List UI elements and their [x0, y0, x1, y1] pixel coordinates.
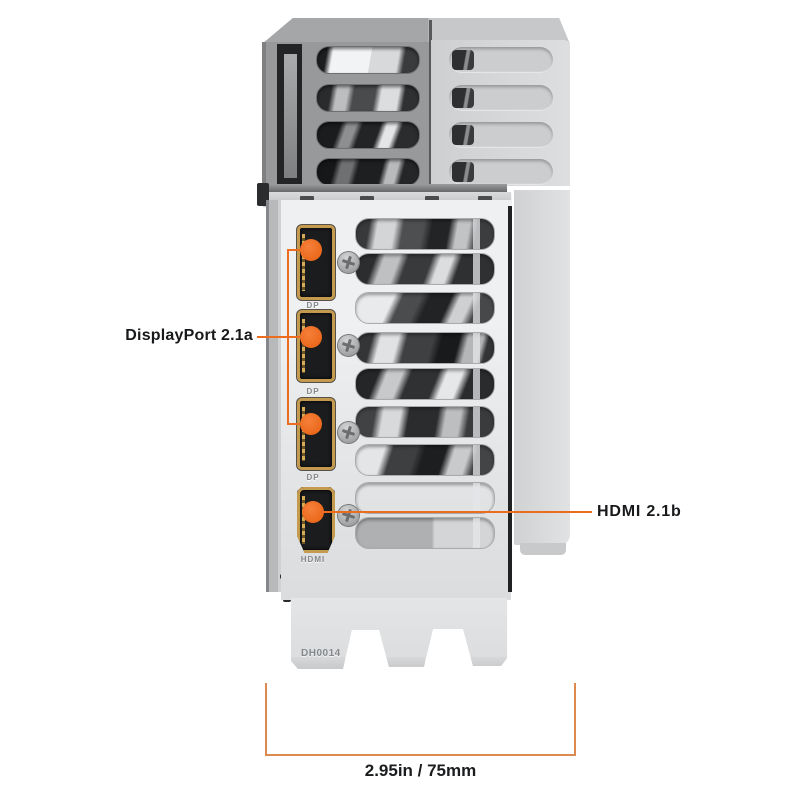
- shroud-vent-cutout: [316, 158, 420, 186]
- bracket-lip-upper: [257, 184, 507, 193]
- hdmi-callout-line: [313, 511, 592, 513]
- bracket-vent-heatpipe: [355, 482, 495, 514]
- dp-engraved-label: DP: [306, 301, 320, 310]
- displayport-callout-label: DisplayPort 2.1a: [125, 327, 253, 344]
- bracket-vent-bottom: [355, 517, 495, 549]
- dimension-tick-left: [265, 683, 267, 756]
- shroud-side-recess-opening: [452, 50, 474, 70]
- hdmi-engraved-label: HDMI: [300, 555, 326, 564]
- shroud-vent-cutout: [316, 84, 420, 112]
- callout-dot: [300, 413, 322, 435]
- foot-shading: [291, 657, 345, 670]
- callout-dot: [302, 501, 324, 523]
- displayport-callout-line: [287, 423, 311, 425]
- shroud-panel-seam: [429, 20, 432, 186]
- displayport-port-2: [297, 310, 335, 382]
- callout-dot: [300, 239, 322, 261]
- bracket-lip-slot: [360, 196, 374, 201]
- bracket-folded-edge: [266, 200, 284, 592]
- displayport-callout-line: [257, 336, 311, 338]
- foot-shading: [465, 657, 507, 670]
- dp-engraved-label: DP: [306, 473, 320, 482]
- bracket-vent-heatpipe: [355, 332, 495, 364]
- hdmi-callout-label: HDMI 2.1b: [597, 503, 682, 520]
- shroud-side-panel: [514, 190, 570, 545]
- dimension-label: 2.95in / 75mm: [364, 761, 477, 780]
- shroud-side-recess-opening: [452, 125, 474, 145]
- bracket-lip-slot: [300, 196, 314, 201]
- shroud-side-recess-opening: [452, 162, 474, 182]
- bracket-vent-heatpipe: [355, 368, 495, 400]
- bracket-vent-heatpipe: [355, 218, 495, 250]
- bracket-vent-heatpipe: [355, 406, 495, 438]
- shroud-vent-cutout: [316, 121, 420, 149]
- bracket-vent-heatpipe: [355, 292, 495, 324]
- foot-shading: [383, 657, 425, 670]
- bracket-right-edge: [508, 206, 512, 592]
- bracket-stamp: DH0014: [301, 648, 341, 659]
- shroud-top-face: [262, 18, 570, 44]
- bracket-vent-heatpipe: [355, 253, 495, 285]
- shroud-vent-cutout: [316, 46, 420, 74]
- displayport-port-3: [297, 398, 335, 470]
- shroud-side-recess-opening: [452, 88, 474, 108]
- bracket-mounting-feet: DH0014: [291, 598, 508, 670]
- dp-engraved-label: DP: [306, 387, 320, 396]
- bracket-vent-heatpipe: [355, 444, 495, 476]
- callout-dot: [300, 326, 322, 348]
- dimension-line: [265, 754, 576, 756]
- shroud-edge-insert: [284, 54, 297, 178]
- shroud-side-foot: [520, 543, 566, 555]
- dimension-tick-right: [574, 683, 576, 756]
- bracket-lip-slot: [478, 196, 492, 201]
- displayport-callout-line: [287, 249, 311, 251]
- bracket-lip-slot: [425, 196, 439, 201]
- displayport-callout-line: [287, 249, 289, 425]
- displayport-port-1: [297, 225, 335, 300]
